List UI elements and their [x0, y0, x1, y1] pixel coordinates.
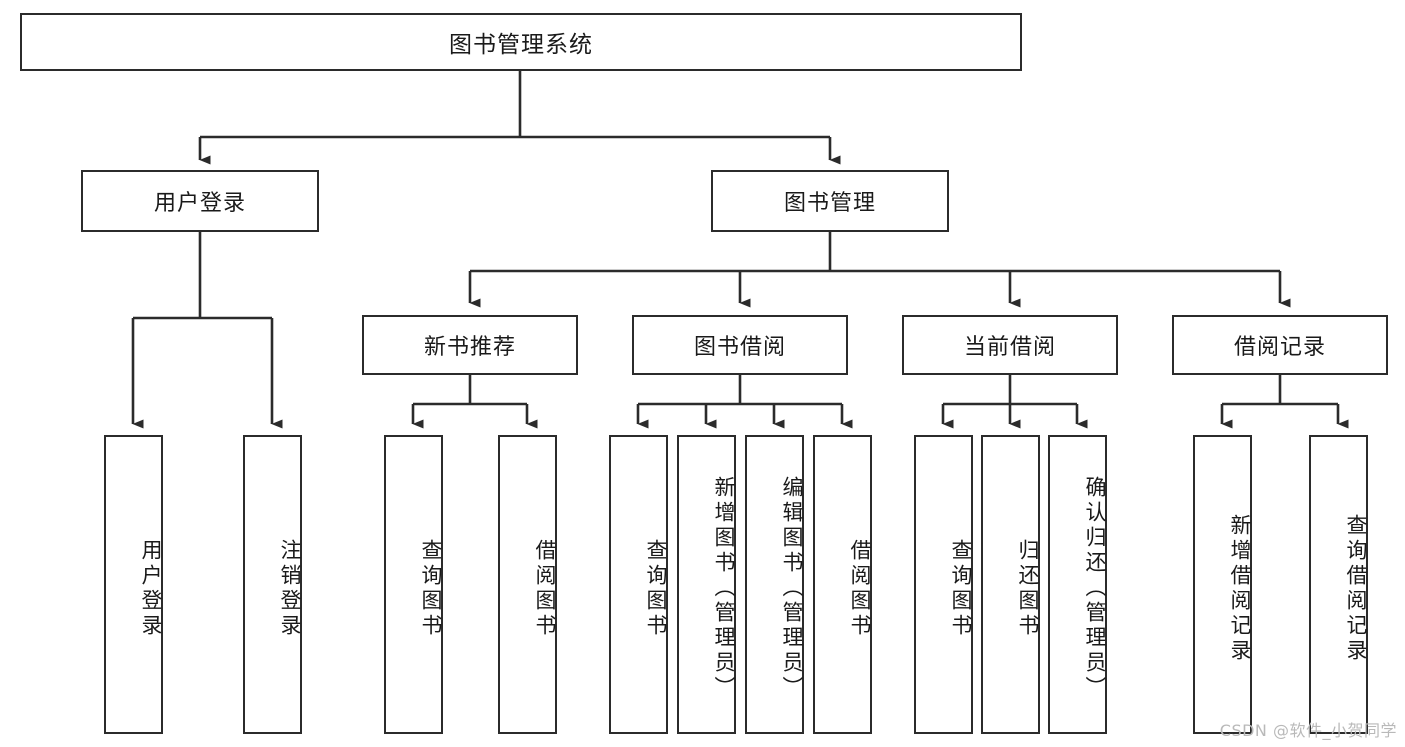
node-new-book-recommend[interactable]: 新书推荐	[362, 315, 578, 375]
leaf-label: 查询借阅记录	[1344, 513, 1368, 664]
node-leaf-return-book[interactable]: 归还图书	[981, 435, 1040, 734]
leaf-label: 查询图书	[644, 538, 668, 639]
node-book-borrow[interactable]: 图书借阅	[632, 315, 848, 375]
node-leaf-add-record[interactable]: 新增借阅记录	[1193, 435, 1252, 734]
node-leaf-query-book-1[interactable]: 查询图书	[384, 435, 443, 734]
node-borrow-record[interactable]: 借阅记录	[1172, 315, 1388, 375]
leaf-label: 编辑图书（管理员）	[780, 476, 804, 701]
leaf-label: 查询图书	[949, 538, 973, 639]
leaf-label: 借阅图书	[848, 538, 872, 639]
leaf-label: 新增借阅记录	[1228, 513, 1252, 664]
node-book-management[interactable]: 图书管理	[711, 170, 949, 232]
csdn-watermark: CSDN @软件_小贺同学	[1219, 721, 1397, 740]
node-leaf-add-book[interactable]: 新增图书（管理员）	[677, 435, 736, 734]
node-leaf-logout-login[interactable]: 注销登录	[243, 435, 302, 734]
leaf-label: 归还图书	[1016, 538, 1040, 639]
node-leaf-confirm-return[interactable]: 确认归还（管理员）	[1048, 435, 1107, 734]
leaf-label: 确认归还（管理员）	[1083, 476, 1107, 701]
leaf-label: 注销登录	[278, 538, 302, 639]
node-leaf-edit-book[interactable]: 编辑图书（管理员）	[745, 435, 804, 734]
node-leaf-query-book-2[interactable]: 查询图书	[609, 435, 668, 734]
node-leaf-borrow-book-1[interactable]: 借阅图书	[498, 435, 557, 734]
leaf-label: 用户登录	[139, 538, 163, 639]
leaf-label: 查询图书	[419, 538, 443, 639]
leaf-label: 借阅图书	[533, 538, 557, 639]
node-leaf-query-record[interactable]: 查询借阅记录	[1309, 435, 1368, 734]
node-current-borrow[interactable]: 当前借阅	[902, 315, 1118, 375]
node-root-system[interactable]: 图书管理系统	[20, 13, 1022, 71]
node-leaf-query-book-3[interactable]: 查询图书	[914, 435, 973, 734]
node-user-login[interactable]: 用户登录	[81, 170, 319, 232]
leaf-label: 新增图书（管理员）	[712, 476, 736, 701]
node-leaf-user-login[interactable]: 用户登录	[104, 435, 163, 734]
node-leaf-borrow-book-2[interactable]: 借阅图书	[813, 435, 872, 734]
